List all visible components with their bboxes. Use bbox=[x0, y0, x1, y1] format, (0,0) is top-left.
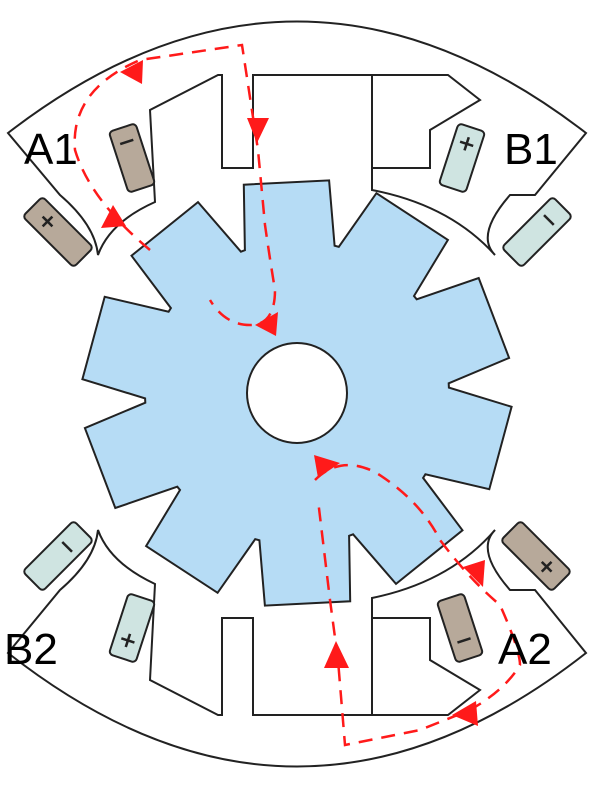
label-b1: B1 bbox=[504, 125, 558, 174]
coil-b1-outer: − bbox=[502, 197, 572, 267]
arrow-head bbox=[101, 205, 126, 228]
stator bbox=[6, 20, 588, 768]
arrow-head bbox=[247, 118, 269, 143]
coil-a2-outer: + bbox=[501, 521, 571, 591]
flux-path-lower bbox=[314, 463, 522, 747]
arrow-head bbox=[314, 455, 340, 478]
coil-b1-inner: + bbox=[438, 123, 486, 193]
arrow-head bbox=[255, 312, 278, 336]
arrow-head bbox=[120, 60, 143, 84]
label-a1: A1 bbox=[24, 125, 78, 174]
coil-b2-inner: + bbox=[108, 593, 156, 663]
arrow-head bbox=[452, 701, 478, 726]
arrow-head bbox=[463, 560, 485, 587]
flux-arrows bbox=[101, 60, 485, 726]
label-b2: B2 bbox=[4, 625, 58, 674]
flux-path-upper bbox=[73, 43, 277, 327]
rotor bbox=[81, 179, 513, 607]
coil-a1-outer: + bbox=[23, 197, 93, 267]
coil-a1-inner: − bbox=[108, 123, 156, 193]
stator-segment-bottom bbox=[6, 529, 588, 768]
coil-b2-outer: − bbox=[23, 521, 93, 591]
stator-segment-top bbox=[6, 20, 588, 256]
arrow-head bbox=[324, 641, 349, 668]
label-a2: A2 bbox=[498, 625, 552, 674]
rotor-shaft-hole bbox=[246, 342, 348, 444]
coil-a2-inner: − bbox=[436, 593, 484, 663]
